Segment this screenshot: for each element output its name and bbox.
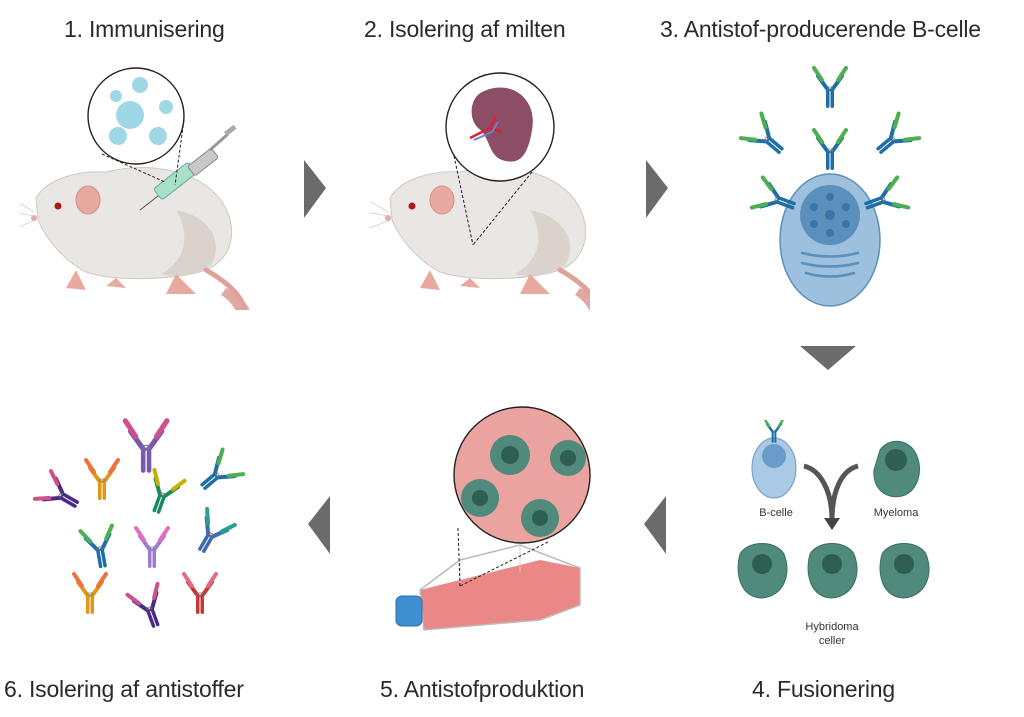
panel-immunisation xyxy=(20,67,260,310)
spleen-icon xyxy=(471,87,533,162)
panel-fusion: B-celle Myeloma Hybridoma celler xyxy=(737,420,930,647)
step-3-title: 3. Antistof-producerende B-celle xyxy=(660,16,981,42)
syringe-icon xyxy=(139,124,237,211)
culture-flask-icon xyxy=(395,544,581,631)
arrow-left-5-to-6 xyxy=(308,496,330,554)
myeloma-icon xyxy=(873,440,920,498)
fusion-arrow-icon xyxy=(803,463,859,521)
arrow-down-3-to-4 xyxy=(800,346,856,370)
arrow-left-4-to-5 xyxy=(644,496,666,554)
step-5-title: 5. Antistofproduktion xyxy=(380,676,585,702)
mouse-illustration xyxy=(370,168,590,310)
antibody-cluster xyxy=(32,421,246,635)
panel-b-cell xyxy=(738,66,922,307)
cell-culture-zoom-circle xyxy=(453,406,591,587)
myeloma-label: Myeloma xyxy=(874,507,920,519)
b-cell-label: B-celle xyxy=(759,507,793,519)
arrow-right-1-to-2 xyxy=(304,160,326,218)
antigen-zoom-circle xyxy=(87,67,185,186)
panel-spleen-isolation xyxy=(370,72,590,310)
step-2-title: 2. Isolering af milten xyxy=(364,16,566,42)
b-cell-small-icon xyxy=(751,420,797,499)
mouse-illustration xyxy=(20,168,252,310)
panel-antibody-production xyxy=(395,406,591,631)
hybridoma-cells xyxy=(737,543,930,599)
step-6-title: 6. Isolering af antistoffer xyxy=(4,676,244,702)
hybridoma-label-line1: Hybridoma xyxy=(805,621,859,633)
step-1-title: 1. Immunisering xyxy=(64,16,225,42)
step-4-title: 4. Fusionering xyxy=(752,676,895,702)
arrow-right-2-to-3 xyxy=(646,160,668,218)
hybridoma-label-line2: celler xyxy=(819,635,846,647)
panel-isolated-antibodies xyxy=(32,400,246,635)
